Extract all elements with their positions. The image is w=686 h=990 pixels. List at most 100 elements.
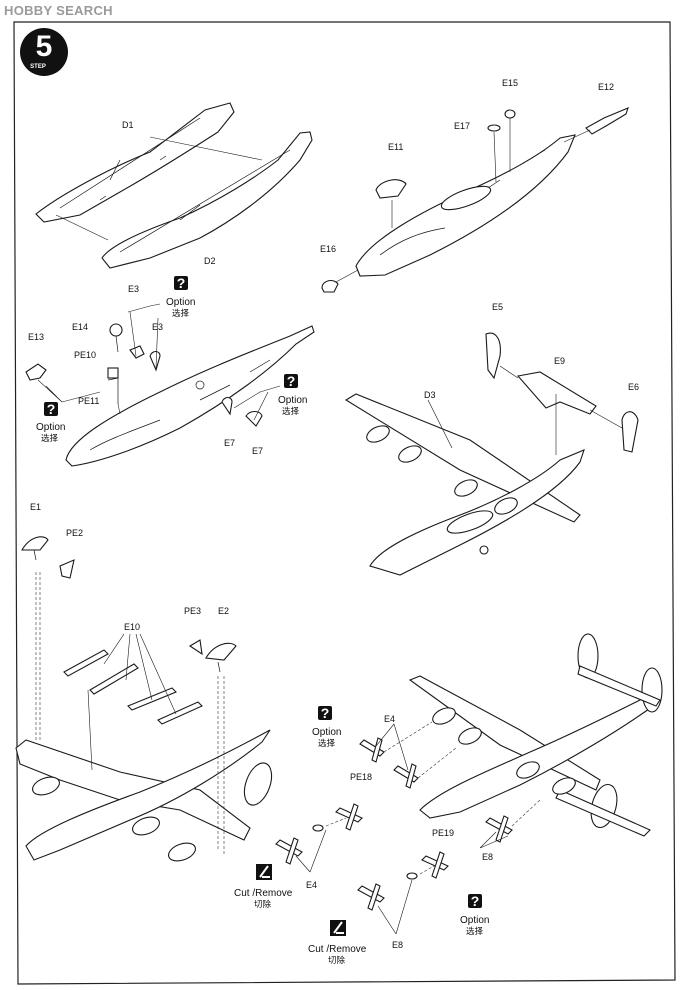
svg-text:Option: Option: [166, 297, 195, 308]
propeller-e4-1: [359, 737, 385, 763]
label-E1: E1: [30, 502, 41, 512]
svg-text:?: ?: [177, 275, 186, 291]
svg-text:选择: 选择: [466, 926, 484, 937]
step-label: STEP: [30, 64, 46, 70]
part-e16: [321, 279, 339, 293]
svg-text:Option: Option: [278, 395, 307, 406]
propeller-e8-2: [357, 883, 385, 911]
part-pe3: [188, 639, 203, 656]
part-e17: [487, 124, 501, 132]
svg-text:切除: 切除: [328, 955, 346, 966]
label-E11: E11: [388, 142, 403, 152]
label-PE3: PE3: [184, 606, 201, 616]
label-E8b: E8: [392, 940, 403, 950]
assembled-aircraft-wings: [344, 393, 585, 576]
label-PE18: PE18: [350, 772, 372, 782]
label-E5: E5: [492, 302, 503, 312]
label-E14: E14: [72, 322, 88, 332]
cut-remove-icon: [330, 920, 346, 936]
svg-text:选择: 选择: [318, 738, 336, 749]
option-marker-1: ? Option 选择: [166, 275, 195, 319]
svg-text:选择: 选择: [172, 308, 190, 319]
label-PE10: PE10: [74, 350, 96, 360]
cut-remove-icon: [256, 864, 272, 880]
propeller-e8-1: [485, 815, 513, 843]
fuselage-half-d1: [35, 102, 235, 223]
spinner-2: [406, 872, 418, 880]
part-e9: [516, 371, 597, 415]
label-E7a: E7: [224, 438, 235, 448]
svg-text:选择: 选择: [41, 433, 59, 444]
part-e15: [504, 109, 516, 119]
propeller-pe18: [335, 803, 363, 831]
label-E12: E12: [598, 82, 614, 92]
label-E8a: E8: [482, 852, 493, 862]
part-e14: [109, 323, 123, 353]
assembled-fuselage-middle: [65, 325, 315, 467]
cut-remove-marker-2: Cut /Remove 切除: [308, 920, 367, 966]
svg-text:Cut /Remove: Cut /Remove: [308, 944, 367, 955]
part-pe11: [107, 377, 119, 404]
label-D2: D2: [204, 256, 216, 266]
svg-text:Option: Option: [312, 727, 341, 738]
option-marker-3: ? Option 选择: [278, 373, 307, 417]
label-E10: E10: [124, 622, 140, 632]
label-E16: E16: [320, 244, 336, 254]
propeller-pe19: [421, 851, 449, 879]
label-E17: E17: [454, 121, 470, 131]
part-pe2: [59, 559, 75, 579]
propeller-e4-3: [275, 837, 303, 865]
propeller-e4-2: [393, 763, 419, 789]
svg-text:切除: 切除: [254, 899, 272, 910]
svg-text:Cut /Remove: Cut /Remove: [234, 888, 293, 899]
assembled-aircraft-complete: [408, 633, 663, 837]
svg-text:?: ?: [471, 893, 480, 909]
step-badge-icon: 5 STEP: [20, 28, 68, 76]
part-pe10: [107, 367, 119, 379]
label-E3a: E3: [128, 284, 139, 294]
label-E3b: E3: [152, 322, 163, 332]
part-e10-pylons: [63, 649, 203, 725]
label-E15: E15: [502, 78, 518, 88]
part-e6: [621, 411, 639, 453]
watermark: HOBBY SEARCH: [4, 3, 113, 18]
part-e7b: [245, 410, 263, 427]
label-E4b: E4: [306, 880, 317, 890]
label-PE11: PE11: [78, 396, 99, 406]
svg-text:?: ?: [287, 373, 296, 389]
part-e1: [21, 536, 49, 561]
label-E13: E13: [28, 332, 44, 342]
label-D3: D3: [424, 390, 436, 400]
step-number: 5: [36, 30, 53, 63]
part-e7a: [221, 396, 233, 416]
part-e2: [205, 642, 237, 673]
label-E9: E9: [554, 356, 565, 366]
cut-remove-marker-1: Cut /Remove 切除: [234, 864, 293, 910]
part-e5: [485, 332, 501, 380]
svg-text:?: ?: [321, 705, 330, 721]
part-e3a: [129, 345, 145, 359]
label-PE19: PE19: [432, 828, 454, 838]
label-D1: D1: [122, 120, 134, 130]
part-e11: [375, 179, 407, 199]
part-e12: [585, 107, 629, 135]
label-E2: E2: [218, 606, 229, 616]
label-E7b: E7: [252, 446, 263, 456]
assembled-fuselage-top: [355, 134, 576, 277]
svg-text:Option: Option: [460, 915, 489, 926]
spinner-1: [312, 824, 324, 832]
label-E4a: E4: [384, 714, 395, 724]
label-PE2: PE2: [66, 528, 83, 538]
assembled-aircraft-underside: [15, 729, 273, 862]
fuselage-half-d2: [101, 131, 313, 269]
option-marker-4: ? Option 选择: [312, 705, 341, 749]
svg-text:?: ?: [47, 401, 56, 417]
part-e13: [25, 363, 47, 381]
svg-text:选择: 选择: [282, 406, 300, 417]
option-marker-5: ? Option 选择: [460, 893, 489, 937]
option-marker-2: ? Option 选择: [36, 401, 65, 444]
page-border: [13, 21, 676, 985]
label-E6: E6: [628, 382, 639, 392]
part-e3b: [149, 350, 161, 372]
